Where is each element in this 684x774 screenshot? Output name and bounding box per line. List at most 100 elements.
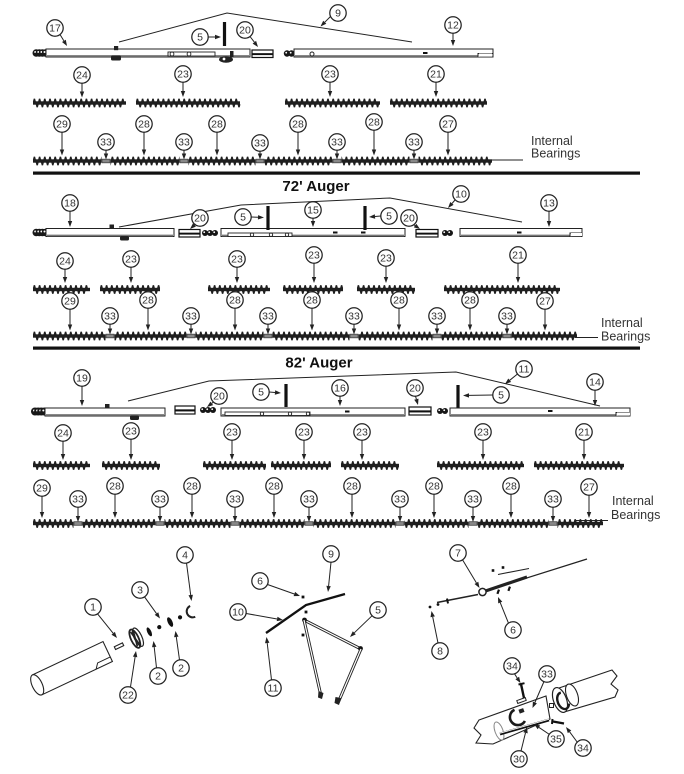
svg-text:21: 21 — [512, 250, 524, 262]
svg-text:34: 34 — [506, 661, 518, 673]
svg-text:10: 10 — [455, 189, 467, 201]
svg-text:9: 9 — [335, 8, 341, 20]
svg-text:22: 22 — [122, 690, 134, 702]
svg-text:29: 29 — [36, 483, 48, 495]
svg-text:28: 28 — [306, 295, 318, 307]
svg-text:33: 33 — [348, 311, 360, 323]
svg-text:23: 23 — [356, 427, 368, 439]
svg-text:Bearings: Bearings — [531, 147, 580, 161]
svg-text:29: 29 — [64, 296, 76, 308]
svg-text:5: 5 — [258, 387, 264, 399]
svg-text:6: 6 — [510, 625, 516, 637]
svg-text:24: 24 — [76, 70, 88, 82]
svg-text:33: 33 — [72, 494, 84, 506]
svg-text:28: 28 — [292, 119, 304, 131]
svg-text:33: 33 — [178, 137, 190, 149]
svg-text:23: 23 — [477, 427, 489, 439]
svg-text:28: 28 — [268, 481, 280, 493]
svg-text:5: 5 — [386, 211, 392, 223]
svg-text:6: 6 — [257, 576, 263, 588]
svg-text:33: 33 — [104, 311, 116, 323]
svg-text:23: 23 — [380, 253, 392, 265]
svg-text:24: 24 — [59, 256, 71, 268]
svg-text:18: 18 — [64, 198, 76, 210]
svg-text:33: 33 — [254, 138, 266, 150]
svg-text:28: 28 — [393, 295, 405, 307]
svg-text:33: 33 — [541, 669, 553, 681]
svg-text:Bearings: Bearings — [601, 330, 650, 344]
svg-text:82' Auger: 82' Auger — [285, 355, 352, 372]
svg-text:28: 28 — [186, 481, 198, 493]
svg-text:Bearings: Bearings — [611, 508, 660, 522]
svg-text:23: 23 — [324, 69, 336, 81]
svg-text:3: 3 — [137, 585, 143, 597]
svg-text:33: 33 — [154, 494, 166, 506]
svg-text:Internal: Internal — [601, 316, 643, 330]
svg-text:72' Auger: 72' Auger — [282, 178, 349, 195]
svg-text:33: 33 — [394, 494, 406, 506]
svg-text:15: 15 — [307, 205, 319, 217]
svg-text:10: 10 — [232, 607, 244, 619]
svg-text:14: 14 — [589, 377, 601, 389]
svg-text:21: 21 — [578, 427, 590, 439]
svg-text:11: 11 — [519, 364, 530, 376]
svg-text:4: 4 — [182, 550, 188, 562]
svg-text:27: 27 — [539, 296, 551, 308]
svg-text:13: 13 — [543, 198, 555, 210]
svg-text:17: 17 — [49, 23, 61, 35]
svg-text:27: 27 — [442, 119, 454, 131]
svg-text:5: 5 — [197, 32, 203, 44]
svg-text:23: 23 — [308, 250, 320, 262]
svg-text:33: 33 — [185, 311, 197, 323]
svg-text:29: 29 — [56, 119, 68, 131]
svg-text:7: 7 — [455, 548, 461, 560]
svg-text:33: 33 — [547, 494, 559, 506]
svg-text:23: 23 — [177, 69, 189, 81]
svg-text:33: 33 — [331, 137, 343, 149]
svg-text:30: 30 — [513, 754, 525, 766]
svg-text:20: 20 — [213, 391, 225, 403]
svg-text:23: 23 — [298, 427, 310, 439]
svg-text:5: 5 — [375, 605, 381, 617]
svg-text:33: 33 — [408, 137, 420, 149]
svg-text:34: 34 — [577, 743, 589, 755]
svg-text:33: 33 — [229, 494, 241, 506]
svg-text:24: 24 — [57, 428, 69, 440]
svg-text:5: 5 — [498, 390, 504, 402]
svg-text:28: 28 — [464, 295, 476, 307]
svg-text:23: 23 — [125, 254, 137, 266]
svg-text:28: 28 — [211, 119, 223, 131]
svg-text:20: 20 — [409, 383, 421, 395]
svg-text:5: 5 — [240, 212, 246, 224]
svg-text:12: 12 — [447, 20, 459, 32]
svg-text:28: 28 — [346, 481, 358, 493]
svg-text:28: 28 — [229, 295, 241, 307]
svg-text:33: 33 — [431, 311, 443, 323]
svg-text:33: 33 — [501, 311, 513, 323]
svg-text:9: 9 — [328, 549, 334, 561]
svg-text:33: 33 — [262, 311, 274, 323]
svg-text:35: 35 — [550, 734, 562, 746]
svg-text:28: 28 — [368, 117, 380, 129]
svg-text:33: 33 — [100, 137, 112, 149]
svg-text:Internal: Internal — [612, 494, 654, 508]
svg-text:28: 28 — [428, 481, 440, 493]
svg-text:28: 28 — [138, 119, 150, 131]
svg-text:8: 8 — [437, 646, 443, 658]
svg-text:21: 21 — [430, 69, 442, 81]
svg-text:28: 28 — [109, 481, 121, 493]
svg-text:33: 33 — [303, 494, 315, 506]
svg-text:28: 28 — [142, 295, 154, 307]
svg-text:27: 27 — [583, 482, 595, 494]
svg-text:20: 20 — [194, 213, 206, 225]
svg-text:16: 16 — [334, 383, 346, 395]
svg-text:1: 1 — [90, 602, 96, 614]
svg-text:19: 19 — [76, 373, 88, 385]
svg-text:2: 2 — [155, 671, 161, 683]
svg-text:20: 20 — [403, 213, 415, 225]
svg-text:2: 2 — [178, 663, 184, 675]
svg-text:11: 11 — [268, 683, 279, 695]
svg-text:20: 20 — [239, 25, 251, 37]
svg-text:33: 33 — [467, 494, 479, 506]
svg-text:28: 28 — [505, 481, 517, 493]
